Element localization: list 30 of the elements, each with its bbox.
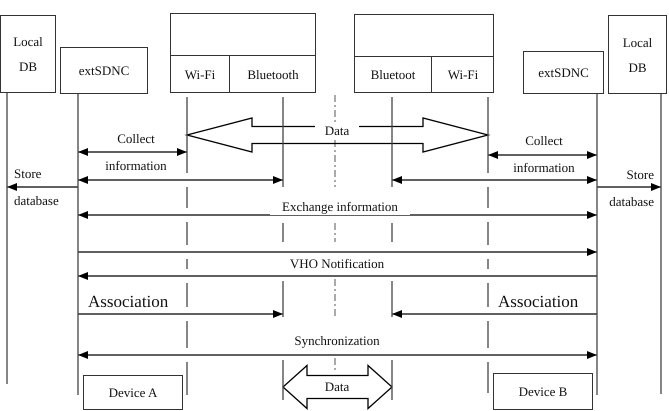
edge-label: Collect information	[512, 132, 576, 177]
edge-label: Store database	[14, 165, 60, 210]
message-arrow	[78, 211, 597, 219]
message-arrow	[392, 176, 597, 184]
interface-label: Bluetooth	[247, 66, 299, 82]
message-arrow	[7, 183, 78, 191]
interface-label: Wi-Fi	[184, 66, 216, 82]
message-arrow	[78, 272, 597, 280]
edge-label: Data	[315, 123, 359, 139]
message-arrow	[78, 351, 597, 359]
device-label: Device B	[518, 383, 568, 400]
block-arrow	[282, 364, 393, 410]
interface-label: Bluetoot	[370, 66, 416, 83]
participant-label: Local DB	[12, 33, 44, 76]
participant-label: extSDNC	[78, 62, 130, 79]
message-arrow	[597, 183, 661, 191]
message-arrow	[78, 176, 283, 184]
edge-label: Collect information	[104, 130, 168, 175]
message-arrow	[78, 310, 283, 318]
edge-label: Store database	[608, 166, 654, 211]
message-arrow	[78, 148, 187, 156]
participant-label: Local DB	[622, 34, 654, 76]
edge-label: Exchange information	[270, 199, 410, 215]
participant-label: extSDNC	[538, 64, 589, 81]
device-label: Device A	[108, 384, 158, 401]
block-arrow	[184, 117, 491, 153]
message-arrow	[488, 151, 597, 159]
message-arrow	[78, 248, 597, 256]
message-arrow	[392, 310, 597, 318]
interface-label: Wi-Fi	[448, 66, 478, 83]
